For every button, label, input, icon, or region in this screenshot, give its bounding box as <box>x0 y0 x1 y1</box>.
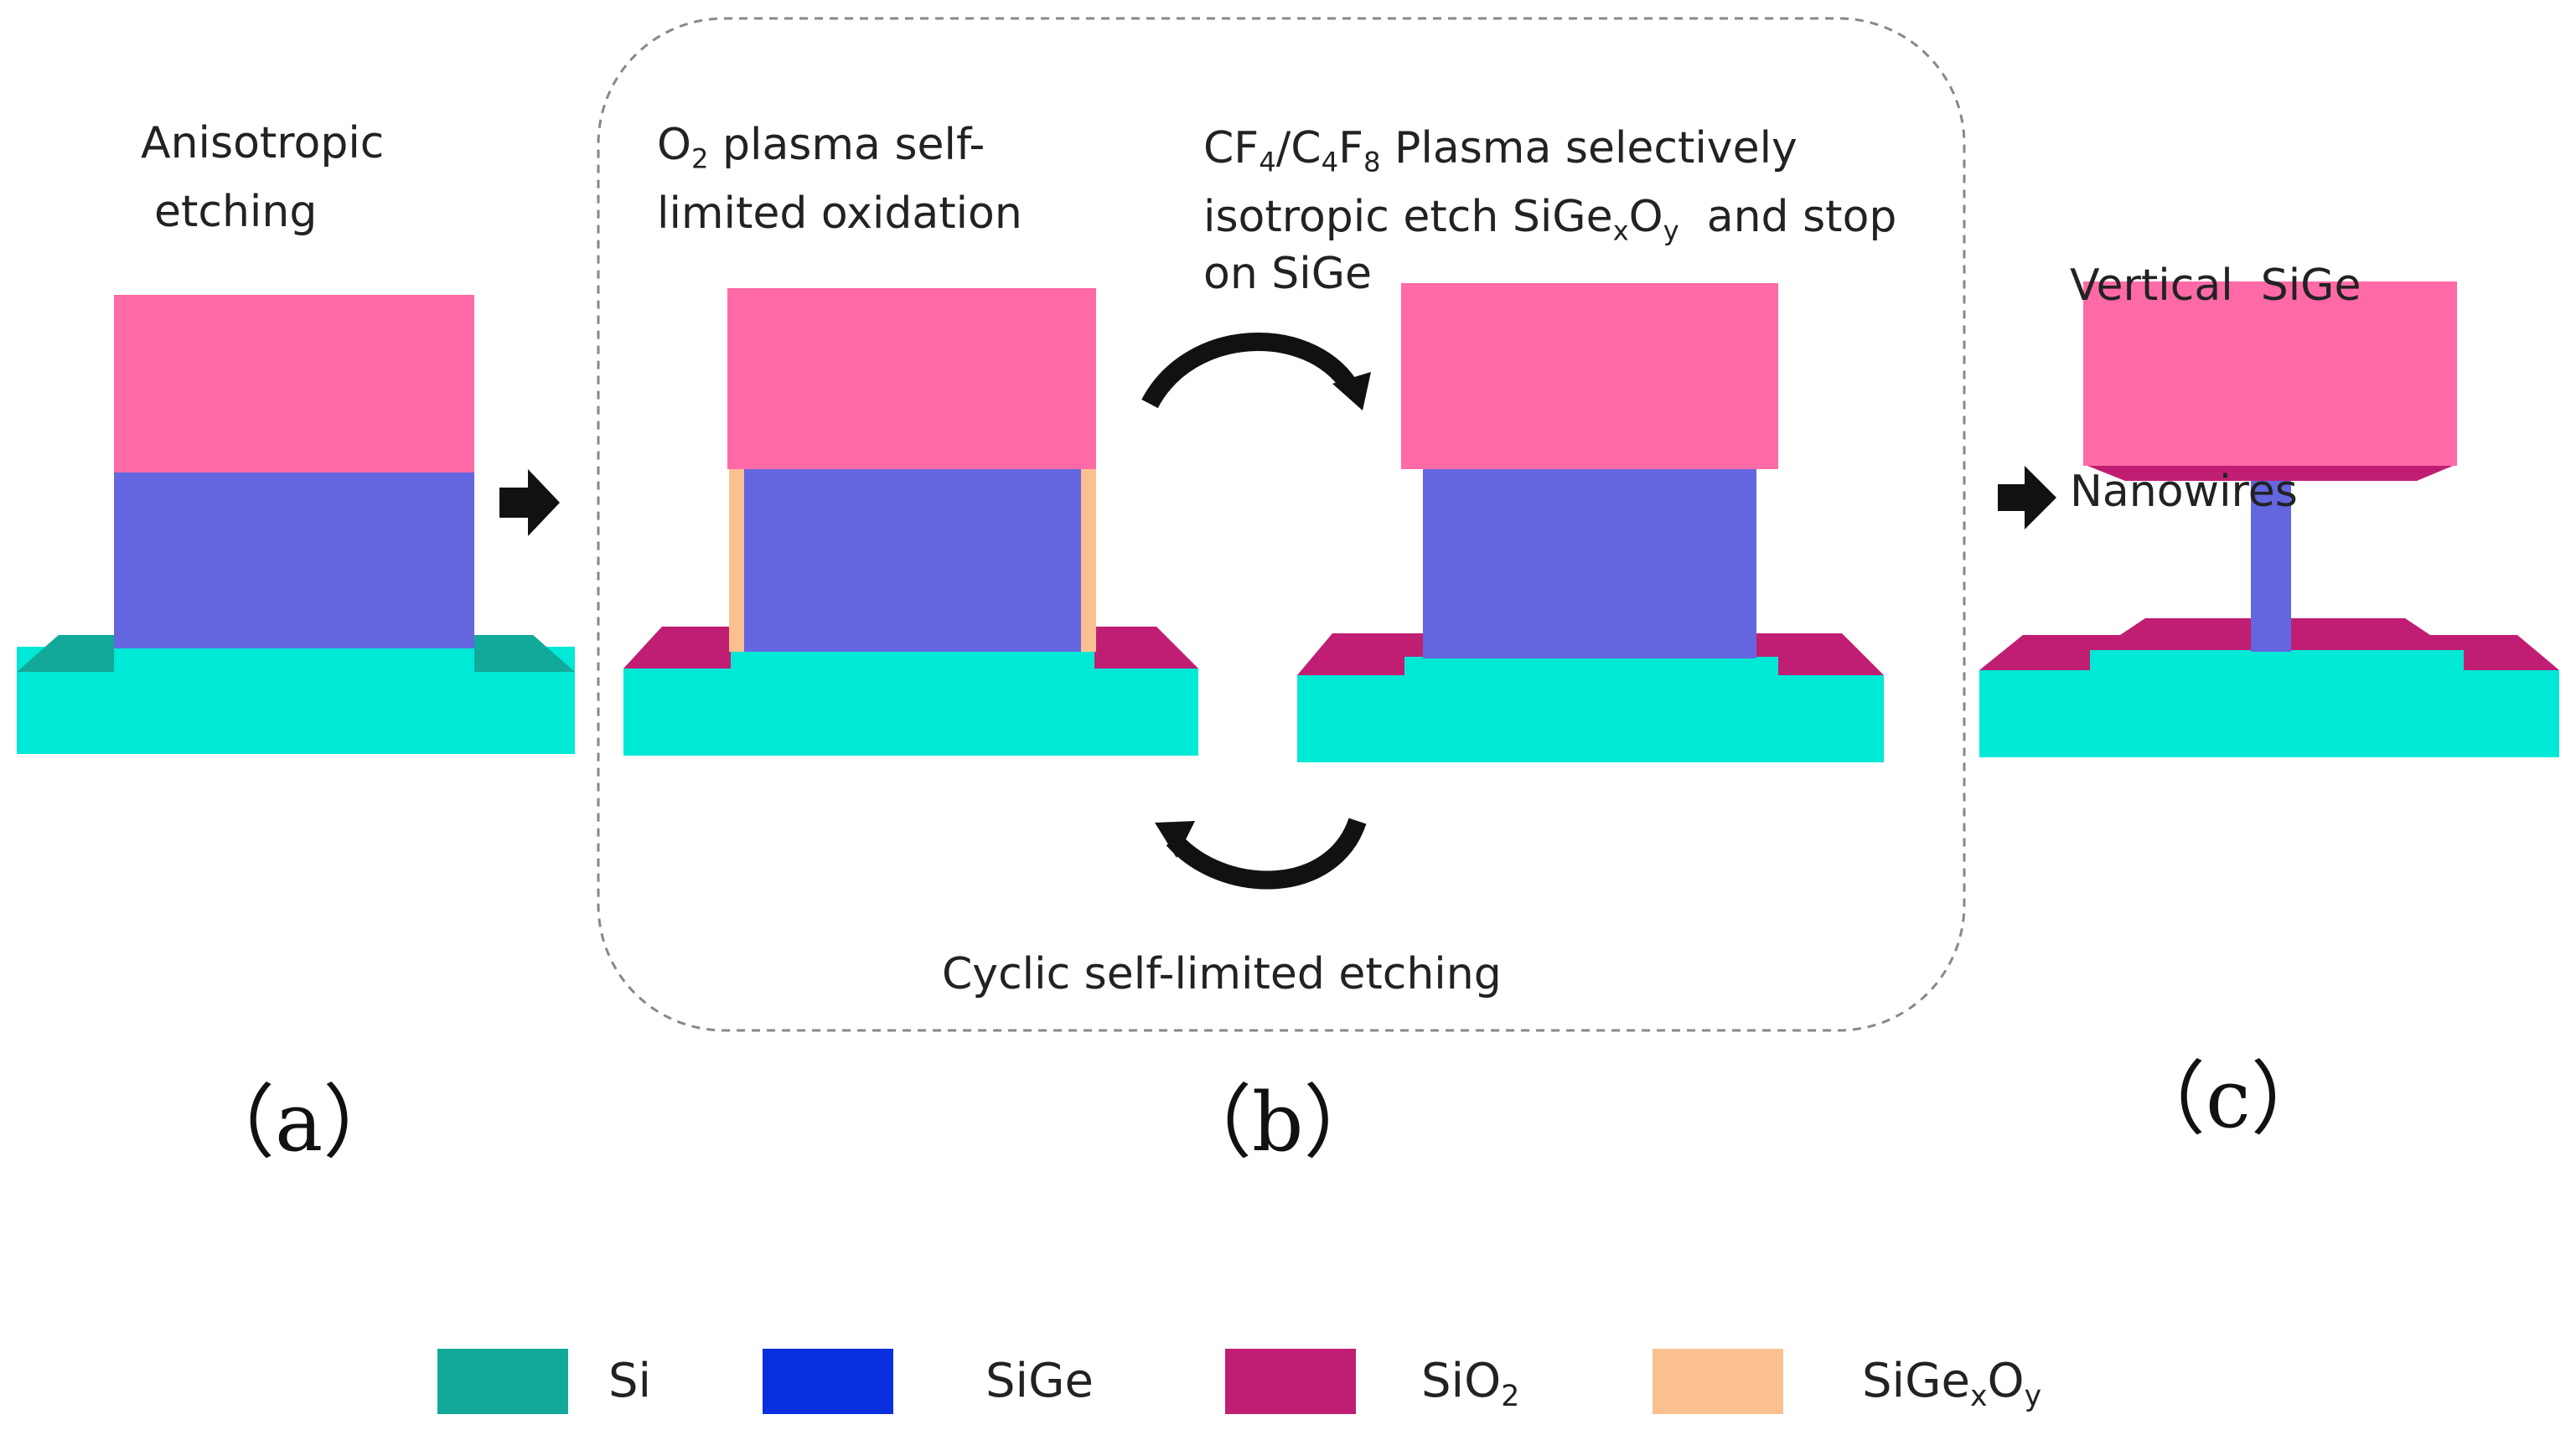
cycle-arrow-top-head <box>1332 372 1371 410</box>
legend-swatch-sigexoy <box>1653 1349 1783 1414</box>
oxide-b2-right <box>1756 633 1884 675</box>
substrate-b2-top <box>1404 657 1778 677</box>
oxide-b1-right <box>1088 627 1198 669</box>
substrate-b2 <box>1297 675 1884 762</box>
caption-a-line1: Anisotropic <box>141 118 385 168</box>
sige-pillar-a <box>114 471 474 648</box>
caption-a-line2: etching <box>154 187 318 237</box>
caption-oxidation: O2 plasma self- limited oxidation <box>657 111 1022 248</box>
structure-c <box>1979 281 2559 757</box>
caption-oxidation-line2: limited oxidation <box>657 188 1022 239</box>
panel-label-c: （c） <box>2125 1052 2331 1146</box>
legend-label-sige: SiGe <box>985 1354 1094 1408</box>
cap-c <box>2083 281 2457 466</box>
caption-oxidation-line1: O2 plasma self- <box>657 120 985 175</box>
sige-pillar-b2 <box>1423 467 1756 658</box>
arrow-a-b <box>499 469 560 536</box>
legend-swatch-sige <box>763 1349 893 1414</box>
substrate-c <box>1979 670 2559 757</box>
nanowire-c <box>2251 466 2291 652</box>
cap-b1 <box>727 288 1096 469</box>
structure-a <box>17 295 575 754</box>
cycle-arrow-top <box>1141 333 1358 409</box>
panel-label-b: （b） <box>1172 1076 1384 1169</box>
legend-label-sio2: SiO2 <box>1421 1354 1520 1414</box>
substrate-b1-top <box>731 650 1094 670</box>
panel-label-a: （a） <box>194 1076 404 1169</box>
substrate-b1 <box>623 669 1198 756</box>
structure-b1 <box>623 288 1198 756</box>
sige-pillar-b1 <box>744 467 1081 652</box>
sigexoy-b1-right <box>1081 467 1096 652</box>
caption-etch-line2: isotropic etch SiGexOy and stop <box>1203 192 1897 247</box>
cap-b2 <box>1401 283 1778 469</box>
cap-c-underside <box>2083 464 2457 481</box>
caption-etch: CF4/C4F8 Plasma selectively isotropic et… <box>1203 114 1896 308</box>
cycle-caption: Cyclic self-limited etching <box>942 949 1502 999</box>
arrow-b-c <box>1998 466 2056 529</box>
cycle-frame <box>597 17 1966 1032</box>
caption-c-line1: Vertical SiGe <box>2070 261 2361 311</box>
structure-b2 <box>1297 283 1884 762</box>
caption-etch-line1: CF4/C4F8 Plasma selectively <box>1203 123 1798 178</box>
cycle-arrow-bottom-head <box>1155 821 1195 858</box>
cycle-arrow-bottom <box>1166 818 1367 890</box>
caption-etch-line3: on SiGe <box>1203 249 1373 299</box>
substrate-c-top <box>2090 650 2464 672</box>
legend-swatch-si <box>437 1349 568 1414</box>
caption-a: Anisotropic etching <box>141 109 384 246</box>
oxide-b2-left <box>1297 633 1423 675</box>
caption-c-line2: Nanowires <box>2070 467 2298 517</box>
cap-a <box>114 295 474 472</box>
legend-label-si: Si <box>608 1354 652 1408</box>
oxide-b1-left <box>623 627 737 669</box>
caption-c: Vertical SiGe Nanowires <box>2070 114 2361 595</box>
legend-label-sigexoy: SiGexOy <box>1862 1354 2042 1414</box>
legend-swatch-sio2 <box>1225 1349 1356 1414</box>
sigexoy-b1-left <box>729 467 744 652</box>
